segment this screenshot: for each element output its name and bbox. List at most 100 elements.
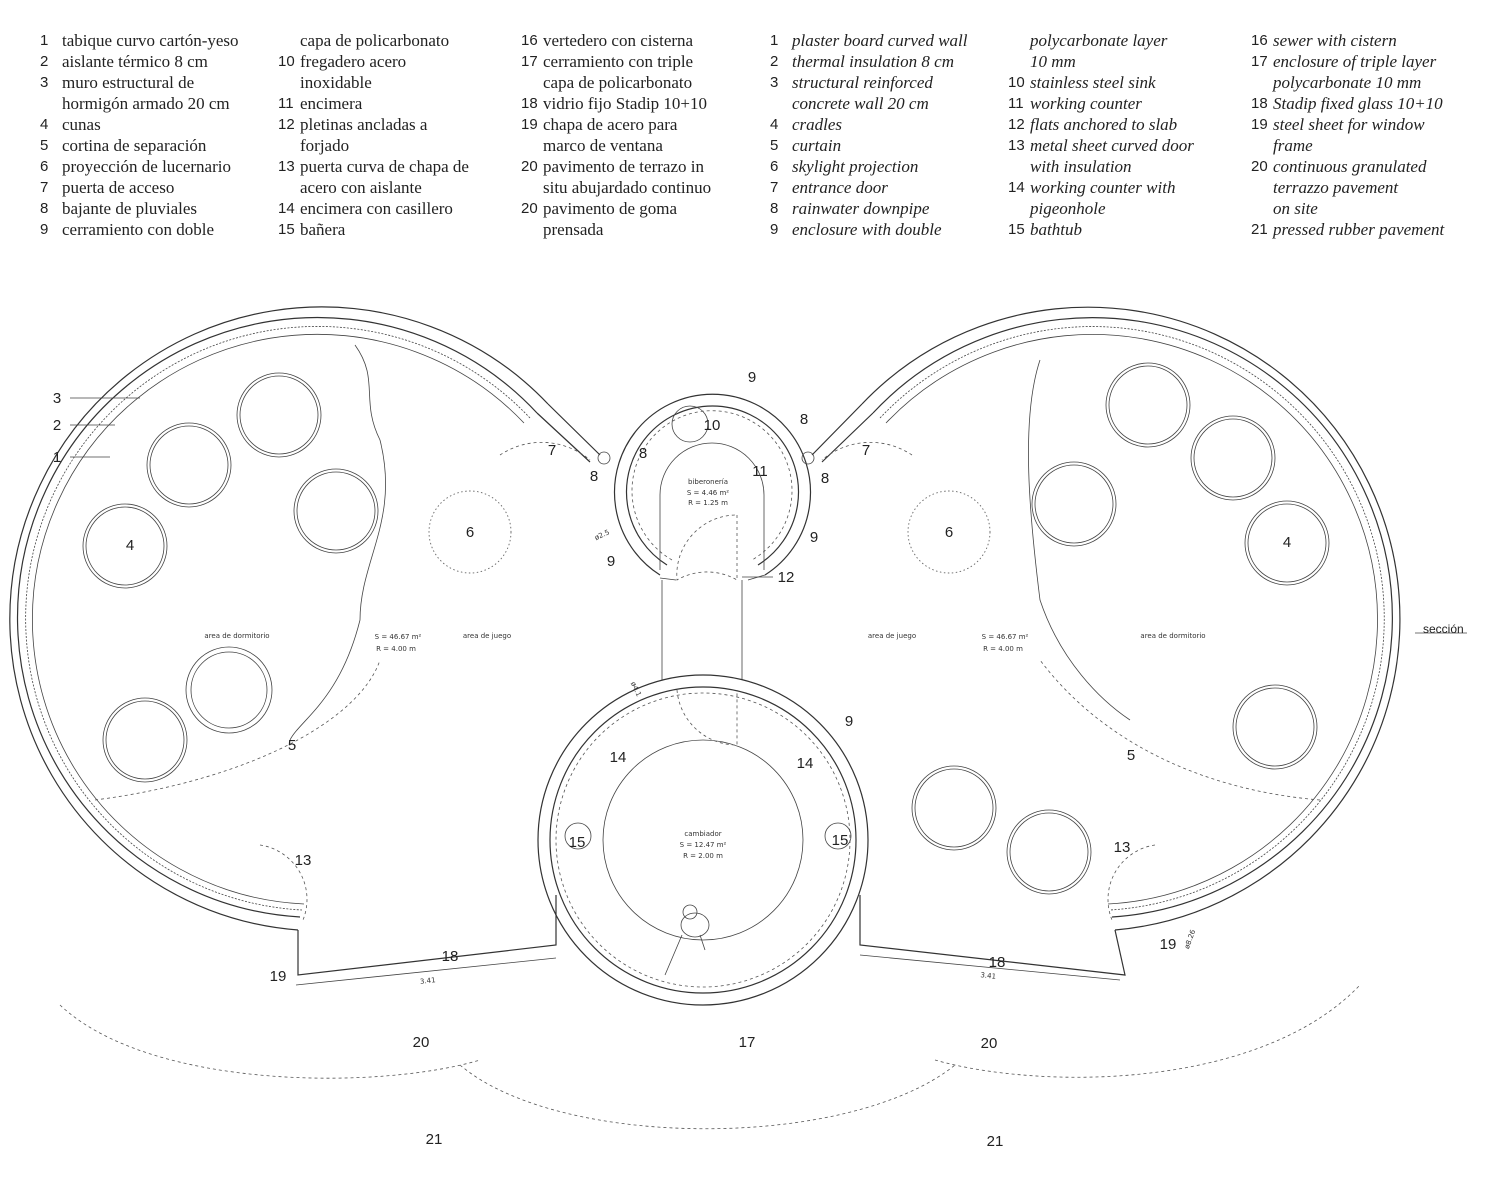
- legend-text: polycarbonate 10 mm: [1273, 73, 1422, 92]
- legend-number: 4: [770, 116, 779, 133]
- legend-text: plaster board curved wall: [792, 31, 968, 50]
- person-icon: [664, 904, 710, 976]
- tag: 8: [639, 445, 647, 462]
- section-label: sección: [1423, 622, 1464, 636]
- room-label: area de juego: [463, 632, 511, 640]
- cribs: [82, 362, 1330, 895]
- legend-text: chapa de acero para: [543, 115, 678, 134]
- bottle-room-walls: [597, 393, 815, 581]
- legend-number: 20: [1251, 158, 1268, 175]
- room-radius: R = 1.25 m: [688, 499, 728, 507]
- tag: 9: [845, 713, 853, 730]
- entrance-doors: [499, 442, 913, 461]
- legend-item: acero con aislante: [278, 177, 469, 198]
- legend-text: capa de policarbonato: [300, 31, 450, 50]
- legend-number: 17: [521, 53, 538, 70]
- legend-text: enclosure of triple layer: [1273, 52, 1437, 71]
- legend-item: frame: [1251, 135, 1444, 156]
- legend-number: 18: [1251, 95, 1268, 112]
- legend-item: pigeonhole: [1008, 198, 1194, 219]
- legend-item: capa de policarbonato: [521, 72, 711, 93]
- legend-text: encimera: [300, 94, 363, 113]
- legend-text: pigeonhole: [1030, 199, 1106, 218]
- legend-text: working counter: [1030, 94, 1142, 113]
- tag: 20: [981, 1035, 998, 1052]
- legend-number: 6: [770, 158, 779, 175]
- legend-number: 7: [770, 179, 779, 196]
- legend-number: 18: [521, 95, 538, 112]
- door-swing: [676, 514, 738, 581]
- legend-text: on site: [1273, 199, 1318, 218]
- legend-text: marco de ventana: [543, 136, 663, 155]
- downpipe-icon: [597, 451, 611, 465]
- legend-number: 20: [521, 200, 538, 217]
- legend-text: working counter with: [1030, 178, 1176, 197]
- legend-item: 14 working counter with: [1008, 177, 1194, 198]
- tag: 1: [53, 449, 61, 466]
- legend-item: on site: [1251, 198, 1444, 219]
- legend-text: terrazzo pavement: [1273, 178, 1399, 197]
- curtain-left: [289, 344, 386, 741]
- legend-text: hormigón armado 20 cm: [62, 94, 230, 113]
- legend-number: 11: [278, 95, 294, 112]
- legend-number: 14: [1008, 179, 1025, 196]
- tag: 9: [607, 553, 615, 570]
- legend-number: 6: [40, 158, 49, 175]
- tag: 17: [739, 1034, 756, 1051]
- legend-text: puerta de acceso: [62, 178, 175, 197]
- legend-number: 3: [40, 74, 49, 91]
- right-room-walls: [811, 306, 1401, 931]
- tag: 7: [548, 442, 556, 459]
- legend-text: 10 mm: [1030, 52, 1076, 71]
- room-label: area de juego: [868, 632, 916, 640]
- legend-item: terrazzo pavement: [1251, 177, 1444, 198]
- legend-text: steel sheet for window: [1273, 115, 1425, 134]
- tag: 5: [288, 737, 296, 754]
- legend-item: 10 mm: [1008, 51, 1194, 72]
- legend-number: 13: [1008, 137, 1025, 154]
- downpipe-icon: [801, 451, 815, 465]
- legend-number: 12: [278, 116, 295, 133]
- legend-number: 14: [278, 200, 295, 217]
- legend-text: inoxidable: [300, 73, 372, 92]
- tag: 9: [810, 529, 818, 546]
- tag: 20: [413, 1034, 430, 1051]
- legend-text: frame: [1273, 136, 1313, 155]
- legend-text: prensada: [543, 220, 604, 239]
- room-area: S = 4.46 m²: [687, 489, 729, 497]
- legend-text: forjado: [300, 136, 350, 155]
- curtain-track-right: [1039, 659, 1321, 801]
- legend-number: 10: [1008, 74, 1025, 91]
- legend-number: 8: [40, 200, 49, 217]
- tag: 8: [590, 468, 598, 485]
- tag: 14: [797, 755, 814, 772]
- legend-number: 9: [770, 221, 779, 238]
- tag: 11: [752, 463, 768, 480]
- legend-text: situ abujardado continuo: [543, 178, 712, 197]
